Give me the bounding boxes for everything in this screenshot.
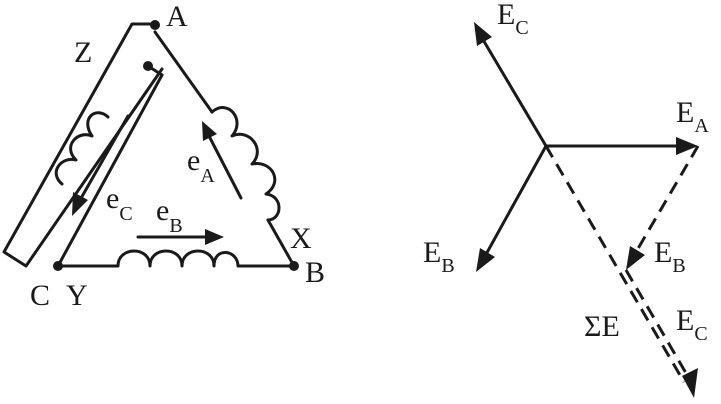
delta-winding-diagram: A Z X B C Y eA eC eB — [2, 0, 325, 312]
phasor-b-label: EB — [423, 236, 455, 277]
winding-a-coil — [210, 106, 281, 222]
node-a — [150, 20, 160, 30]
sum-label: ΣE — [584, 310, 620, 343]
phasor-a-head — [676, 137, 698, 155]
node-b — [289, 261, 299, 271]
current-b-label: eB — [156, 194, 183, 237]
winding-b-wire — [56, 249, 296, 268]
phasor-a-label: EA — [676, 96, 709, 137]
winding-c-return-wire — [56, 73, 164, 268]
terminal-y-label: Y — [66, 279, 88, 312]
phasor-b-shaft — [482, 144, 548, 260]
vertex-b-label: B — [305, 256, 325, 289]
current-arrow-c-head — [72, 192, 88, 216]
added-phasor-c-label: EC — [676, 304, 708, 345]
resultant-dashed-line — [544, 145, 686, 383]
phasor-c-label: EC — [497, 0, 529, 39]
added-phasor-c-dashed — [624, 269, 692, 381]
current-c-label: eC — [106, 182, 133, 225]
terminal-z-label: Z — [74, 36, 92, 69]
added-phasor-b-head — [626, 246, 645, 270]
winding-a-wire-upper — [153, 30, 214, 114]
phasor-c-head — [474, 22, 492, 46]
terminal-x-label: X — [290, 222, 312, 255]
current-arrow-b-head — [205, 229, 224, 245]
node-c — [53, 261, 63, 271]
winding-a-wire-lower — [266, 218, 296, 268]
phasor-b-head — [476, 248, 495, 272]
vertex-c-label: C — [30, 279, 50, 312]
current-a-label: eA — [187, 144, 215, 187]
current-arrow-a-head — [202, 121, 217, 141]
winding-c-coil — [54, 111, 110, 186]
node-c-inner — [143, 61, 153, 71]
vertex-a-label: A — [166, 0, 188, 33]
phasor-diagram: EC EA EB EB ΣE EC — [423, 0, 709, 398]
added-phasor-b-label: EB — [654, 236, 686, 277]
current-arrow-a-shaft — [207, 134, 243, 200]
winding-c-outer-loop — [2, 22, 164, 268]
current-arrow-c-shaft — [78, 114, 130, 202]
sum-arrow-head — [682, 368, 698, 398]
phasor-c-shaft — [480, 36, 548, 148]
